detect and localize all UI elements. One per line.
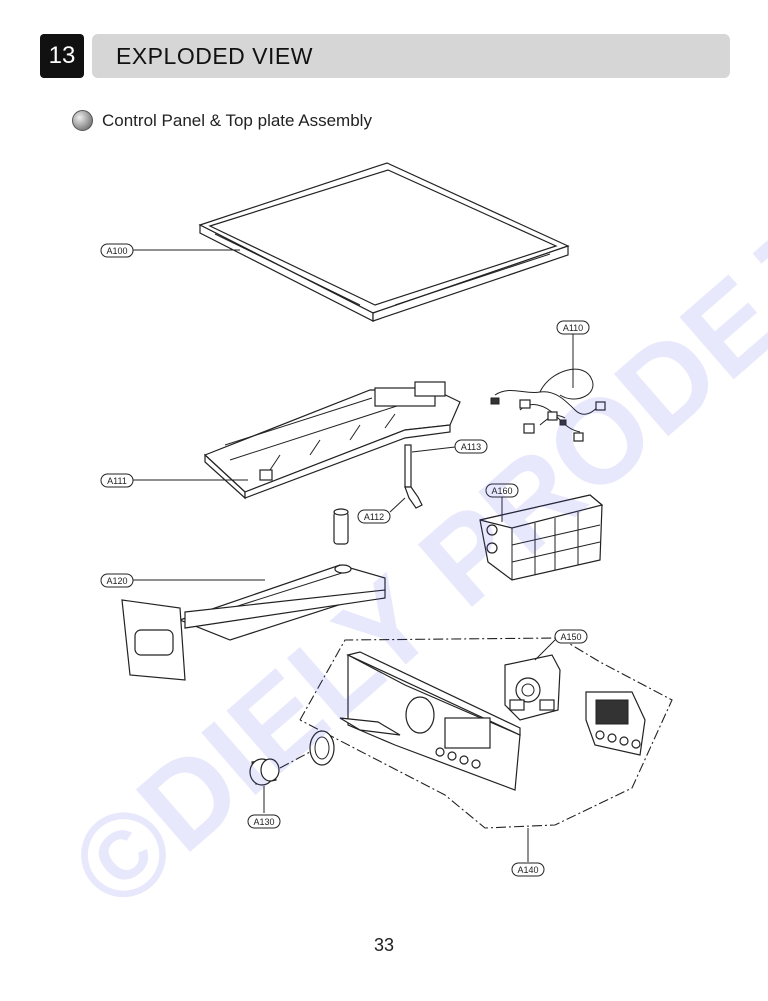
display-pcb-part (585, 691, 646, 756)
leader-a113 (411, 446, 456, 453)
label-a112: A112 (357, 509, 391, 524)
assembly-outline (299, 637, 673, 829)
hose-part (404, 444, 423, 509)
leader-a112 (389, 497, 406, 513)
label-a160: A160 (485, 483, 519, 498)
label-a113: A113 (454, 439, 488, 454)
section-header: 13 EXPLODED VIEW (40, 34, 730, 78)
svg-text:A140: A140 (517, 865, 538, 875)
label-a110: A110 (556, 320, 590, 335)
leader-a150 (534, 636, 559, 661)
svg-text:A150: A150 (560, 632, 581, 642)
bullet-icon (72, 110, 93, 131)
subheading-text: Control Panel & Top plate Assembly (102, 110, 372, 130)
main-pcb-part (504, 654, 561, 721)
svg-text:A111: A111 (107, 476, 127, 486)
knob-part (249, 730, 335, 786)
svg-text:A130: A130 (253, 817, 274, 827)
detergent-drawer-part (121, 508, 386, 681)
svg-text:A113: A113 (461, 442, 481, 452)
section-title-bar: EXPLODED VIEW (92, 34, 730, 78)
svg-text:A100: A100 (106, 246, 127, 256)
svg-text:A110: A110 (563, 323, 583, 333)
label-a100: A100 (100, 243, 134, 258)
drawer-housing-part (203, 381, 461, 500)
control-panel-part (339, 651, 521, 791)
label-a111: A111 (100, 473, 134, 488)
pcb-assembly-part (479, 494, 604, 581)
page-number: 33 (373, 935, 395, 955)
label-a120: A120 (100, 573, 134, 588)
wire-harness-part (490, 368, 606, 442)
top-plate-part (198, 162, 570, 322)
svg-text:A112: A112 (364, 512, 384, 522)
svg-text:A160: A160 (491, 486, 512, 496)
section-number: 13 (40, 34, 84, 78)
svg-text:A120: A120 (106, 576, 127, 586)
label-a130: A130 (247, 814, 281, 829)
label-a140: A140 (511, 862, 545, 877)
subheading: Control Panel & Top plate Assembly (72, 110, 372, 131)
section-title: EXPLODED VIEW (116, 42, 313, 69)
label-a150: A150 (554, 629, 588, 644)
